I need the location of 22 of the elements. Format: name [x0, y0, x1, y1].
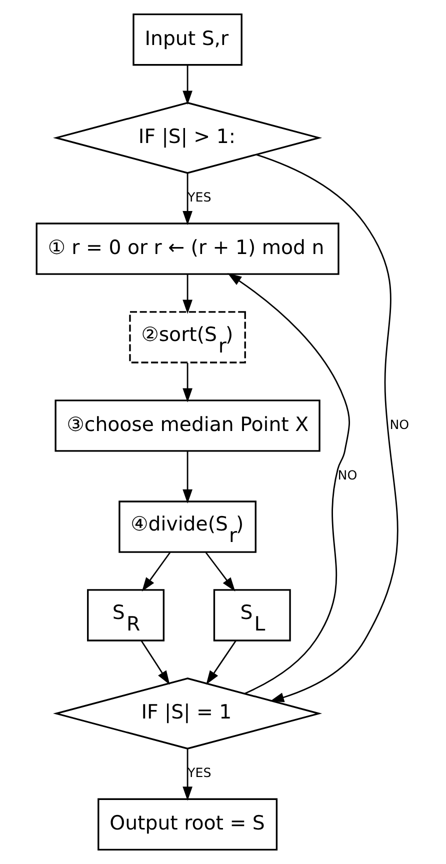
arrow	[182, 173, 192, 226]
node-box: Output root = S	[98, 798, 278, 851]
edge-label: NO	[390, 416, 410, 432]
node-box: Input S,r	[132, 13, 242, 66]
edge-label: YES	[188, 189, 212, 204]
edge-label: NO	[338, 467, 358, 482]
arrow	[205, 552, 236, 592]
node-diamond: IF |S| = 1	[53, 678, 322, 750]
arrow	[182, 274, 192, 314]
arrow	[206, 640, 236, 685]
arrow	[256, 154, 398, 702]
node-box: ① r = 0 or r ← (r + 1) mod n	[36, 222, 340, 275]
node-box: ③choose median Point X	[54, 400, 320, 452]
arrow	[182, 362, 192, 402]
node-diamond: IF |S| > 1:	[53, 102, 322, 174]
arrow	[182, 451, 192, 504]
arrow	[140, 640, 170, 685]
arrow	[228, 273, 350, 694]
arrow	[182, 749, 192, 801]
edge-label: YES	[188, 764, 212, 780]
arrow	[182, 65, 192, 105]
arrow	[142, 552, 171, 592]
